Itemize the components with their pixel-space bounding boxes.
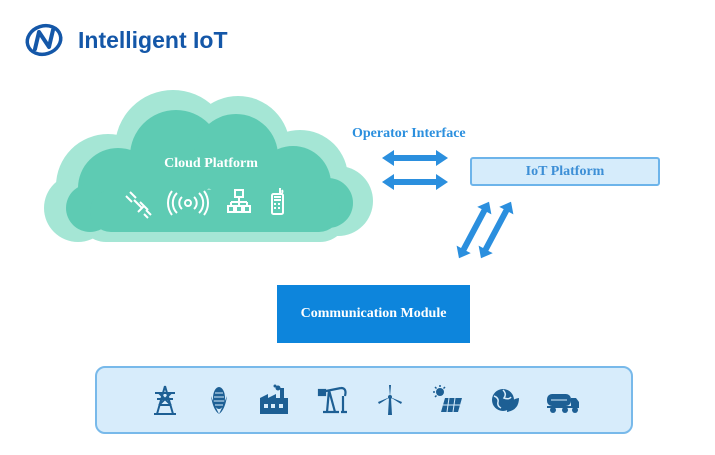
operator-interface-label: Operator Interface xyxy=(352,126,466,141)
network-topology-icon xyxy=(227,189,251,213)
solar-panel-icon xyxy=(433,385,462,413)
n-swoosh-logo-icon xyxy=(25,23,63,57)
wind-turbine-icon xyxy=(378,385,402,415)
power-tower-icon xyxy=(154,385,176,415)
oil-pump-icon xyxy=(317,386,347,414)
tanker-truck-icon xyxy=(547,394,579,413)
devices-panel xyxy=(95,366,633,434)
communication-module-box: Communication Module xyxy=(277,285,470,343)
iot-platform-label: IoT Platform xyxy=(525,163,605,179)
communication-module-label: Communication Module xyxy=(300,306,447,321)
corn-icon xyxy=(211,387,227,414)
factory-icon xyxy=(260,384,288,414)
diagonal-arrows-icon xyxy=(456,201,514,259)
satellite-icon xyxy=(125,191,152,219)
cloud-platform-label: Cloud Platform xyxy=(164,156,258,171)
iot-platform-box: IoT Platform xyxy=(470,157,660,186)
wireless-signal-icon xyxy=(167,190,209,216)
eco-globe-icon xyxy=(492,389,519,412)
cloud-shape xyxy=(44,90,373,242)
cloud-icons-row xyxy=(125,188,284,219)
mobile-device-icon xyxy=(271,188,284,215)
brand-title: Intelligent IoT xyxy=(78,27,228,53)
bidirectional-arrows-icon xyxy=(382,150,448,190)
